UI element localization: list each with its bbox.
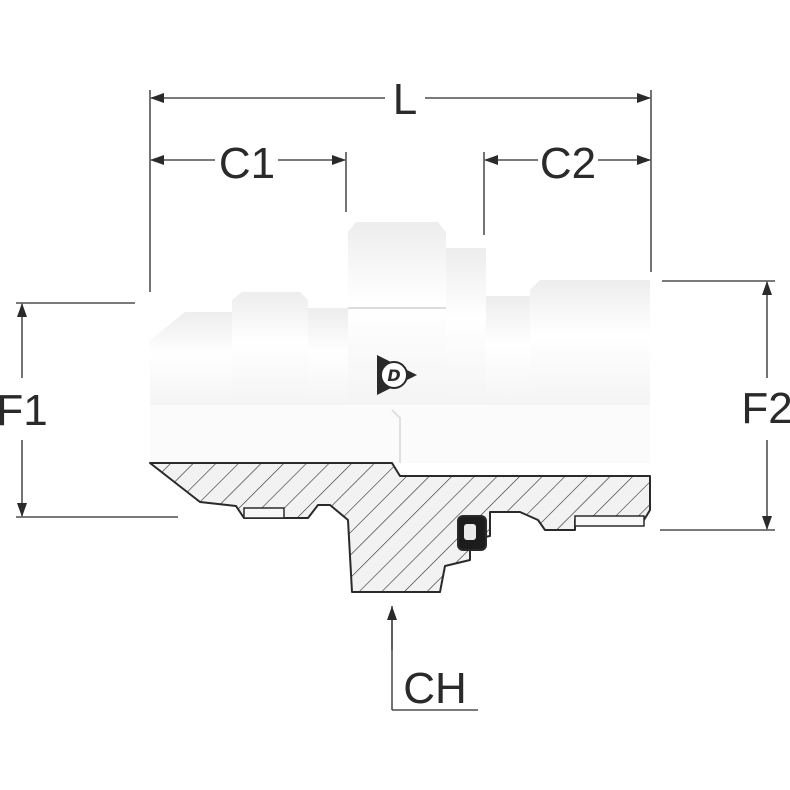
left-neck [308,308,348,405]
right-neck [486,296,530,405]
label-ch: CH [403,664,467,713]
left-tube-end [150,312,232,405]
o-ring-highlight [464,524,476,540]
label-l: L [393,75,417,124]
section-hatched [149,462,651,593]
fitting-body-upper [150,222,650,463]
label-f1: F1 [0,386,48,435]
left-collar [232,292,308,405]
label-c2: C2 [540,139,596,188]
dunlop-logo-icon: D [377,355,417,395]
dunlop-logo-letter: D [387,366,400,385]
right-shoulder [446,248,486,405]
midband-step [391,409,401,463]
label-c1: C1 [219,139,275,188]
right-thread-end [530,280,650,405]
right-thread-groove [574,515,645,527]
dimension-lines [17,93,772,650]
left-thread-groove [243,507,285,519]
label-f2: F2 [741,384,790,433]
extension-lines [16,90,775,711]
fitting-cross-section [149,462,651,593]
dimension-labels: L C1 C2 F1 F2 CH [0,75,790,713]
hex-nut [348,222,446,405]
